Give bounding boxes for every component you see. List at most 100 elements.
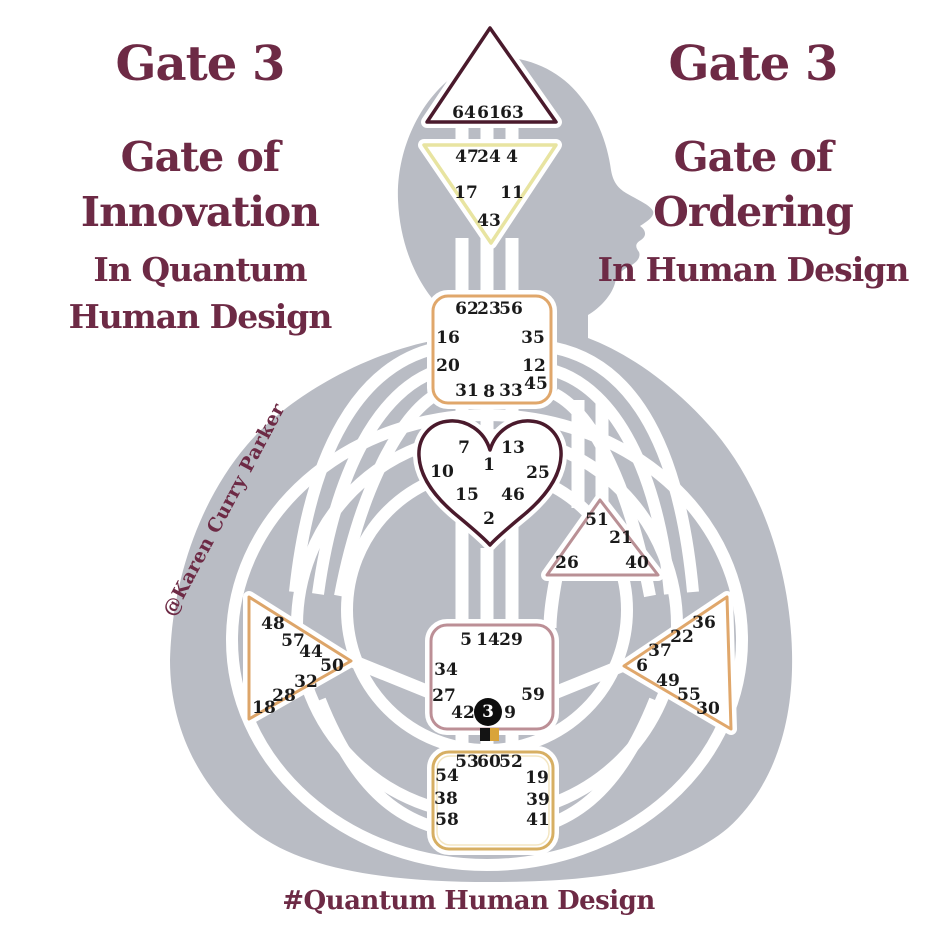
gate-60: 60 xyxy=(477,752,501,772)
left-line-2: Innovation xyxy=(80,188,320,237)
g-center xyxy=(417,419,563,547)
gate-3: 3 xyxy=(482,702,494,722)
gate-7: 7 xyxy=(458,438,470,458)
channel-solar-sacral xyxy=(549,657,629,701)
gate-9: 9 xyxy=(504,703,516,723)
gate-12: 12 xyxy=(522,356,546,376)
gate-8: 8 xyxy=(483,382,495,402)
marker-black-segment xyxy=(480,728,490,741)
gate-40: 40 xyxy=(625,553,649,573)
gate-1: 1 xyxy=(483,455,495,475)
will-center xyxy=(545,498,660,577)
hashtag: #Quantum Human Design xyxy=(282,886,655,916)
gate-20: 20 xyxy=(436,356,460,376)
channel-3-60-marker xyxy=(480,728,499,741)
gate-61: 61 xyxy=(477,103,501,123)
channel-throat-spleen xyxy=(334,388,441,598)
gate-55: 55 xyxy=(677,685,701,705)
gate-48: 48 xyxy=(261,614,285,634)
highlighted-gate-circle xyxy=(474,698,502,726)
head-center xyxy=(425,26,558,124)
gate-6: 6 xyxy=(636,656,648,676)
gate-25: 25 xyxy=(526,463,550,483)
gate-30: 30 xyxy=(696,699,720,719)
throat-center xyxy=(431,294,553,405)
channel-to-will xyxy=(571,400,609,508)
gate-26: 26 xyxy=(555,553,579,573)
gate-35: 35 xyxy=(521,328,545,348)
gate-49: 49 xyxy=(656,671,680,691)
gate-54: 54 xyxy=(435,766,459,786)
left-title: Gate 3 xyxy=(115,36,286,92)
root-center xyxy=(431,750,555,851)
gate-23: 23 xyxy=(477,299,501,319)
gate-37: 37 xyxy=(648,641,672,661)
right-caption: Gate 3 Gate of Ordering In Human Design xyxy=(588,40,918,294)
gate-47: 47 xyxy=(455,147,479,167)
gate-14: 14 xyxy=(476,630,500,650)
channel-g-sacral xyxy=(455,522,519,632)
gate-24: 24 xyxy=(477,147,501,167)
left-caption: Gate 3 Gate of Innovation In Quantum Hum… xyxy=(28,40,372,340)
left-line-1: Gate of xyxy=(120,133,281,181)
channel-will-sacral xyxy=(543,576,563,629)
centers xyxy=(243,22,737,855)
gate-39: 39 xyxy=(526,790,550,810)
gate-15: 15 xyxy=(455,485,479,505)
channel-throat-solar xyxy=(553,365,676,595)
gate-10: 10 xyxy=(430,462,454,482)
channel-throat-spleen xyxy=(312,365,440,595)
gate-64: 64 xyxy=(452,103,476,123)
gate-27: 27 xyxy=(432,686,456,706)
gate-51: 51 xyxy=(585,510,609,530)
root-center-inner-line xyxy=(436,755,550,846)
gate-29: 29 xyxy=(499,630,523,650)
gate-4: 4 xyxy=(506,147,518,167)
gate-18: 18 xyxy=(252,698,276,718)
channel-spleen-sacral xyxy=(347,653,437,701)
gate-56: 56 xyxy=(499,299,523,319)
left-line-3: In Quantum xyxy=(93,249,307,289)
gate-41: 41 xyxy=(526,810,550,830)
gate-5: 5 xyxy=(460,630,472,650)
right-line-2: Ordering xyxy=(653,188,854,237)
gate-45: 45 xyxy=(524,374,548,394)
gate-2: 2 xyxy=(483,509,495,529)
gate-31: 31 xyxy=(455,381,479,401)
channel-throat-solar xyxy=(553,342,699,593)
spleen-center xyxy=(247,595,353,721)
gate-36: 36 xyxy=(692,613,716,633)
gate-46: 46 xyxy=(501,485,525,505)
channel-throat-spleen xyxy=(289,342,439,593)
gate-19: 19 xyxy=(525,768,549,788)
gate-38: 38 xyxy=(434,789,458,809)
gate-33: 33 xyxy=(499,381,523,401)
gate-22: 22 xyxy=(670,627,694,647)
gate-62: 62 xyxy=(455,299,479,319)
gate-52: 52 xyxy=(499,752,523,772)
gate-42: 42 xyxy=(451,703,475,723)
marker-gold-segment xyxy=(490,728,499,741)
left-line-4: Human Design xyxy=(68,296,333,336)
right-line-1: Gate of xyxy=(673,133,834,181)
right-line-3: In Human Design xyxy=(597,249,910,289)
right-title: Gate 3 xyxy=(668,36,839,92)
gate-59: 59 xyxy=(521,685,545,705)
gate-13: 13 xyxy=(501,438,525,458)
gate-53: 53 xyxy=(455,752,479,772)
gate-11: 11 xyxy=(500,183,524,203)
gate-57: 57 xyxy=(281,631,305,651)
solar-plexus-center xyxy=(622,595,733,731)
gate-17: 17 xyxy=(454,183,478,203)
ajna-center xyxy=(422,143,558,245)
gate-50: 50 xyxy=(320,656,344,676)
gate-28: 28 xyxy=(272,686,296,706)
gate-16: 16 xyxy=(436,328,460,348)
gate-21: 21 xyxy=(609,528,633,548)
gate-44: 44 xyxy=(299,642,323,662)
gate-34: 34 xyxy=(434,660,458,680)
gate-32: 32 xyxy=(294,672,318,692)
